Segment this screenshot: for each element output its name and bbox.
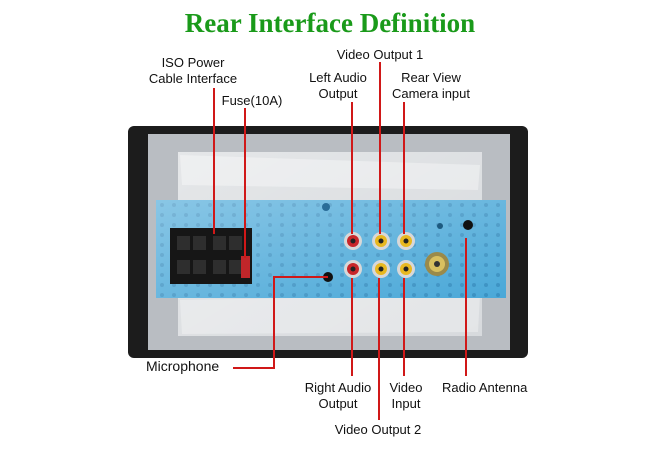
label-left-audio-line1: Left Audio — [309, 70, 367, 85]
label-rear-view-line1: Rear View — [401, 70, 461, 85]
label-right-audio-line1: Right Audio — [304, 380, 372, 395]
label-radio-antenna: Radio Antenna — [442, 380, 542, 396]
label-iso-power-line2: Cable Interface — [148, 71, 238, 86]
fuse — [241, 256, 250, 278]
label-microphone: Microphone — [146, 358, 236, 374]
label-video-input-line1: Video — [389, 380, 423, 395]
label-video-output-1-text: Video Output 1 — [336, 47, 424, 62]
label-video-output-2-text: Video Output 2 — [334, 422, 422, 437]
rca-jacks — [344, 232, 415, 278]
label-video-input: Video Input — [384, 380, 428, 412]
label-right-audio: Right Audio Output — [296, 380, 380, 412]
label-iso-power: ISO Power Cable Interface — [128, 55, 258, 87]
label-right-audio-line2: Output — [318, 396, 358, 411]
label-video-input-line2: Input — [391, 396, 421, 411]
label-left-audio: Left Audio Output — [298, 70, 378, 102]
label-microphone-text: Microphone — [146, 358, 220, 374]
label-iso-power-line1: ISO Power — [161, 55, 225, 70]
label-fuse-text: Fuse(10A) — [221, 93, 283, 108]
label-left-audio-line2: Output — [318, 86, 358, 101]
leader-microphone — [233, 276, 328, 369]
label-video-output-1: Video Output 1 — [320, 47, 440, 63]
label-rear-view: Rear View Camera input — [383, 70, 479, 102]
label-rear-view-line2: Camera input — [391, 86, 471, 101]
page-title: Rear Interface Definition — [184, 8, 476, 38]
label-fuse: Fuse(10A) — [212, 93, 292, 109]
label-video-output-2: Video Output 2 — [318, 422, 438, 438]
label-radio-antenna-text: Radio Antenna — [442, 380, 528, 395]
